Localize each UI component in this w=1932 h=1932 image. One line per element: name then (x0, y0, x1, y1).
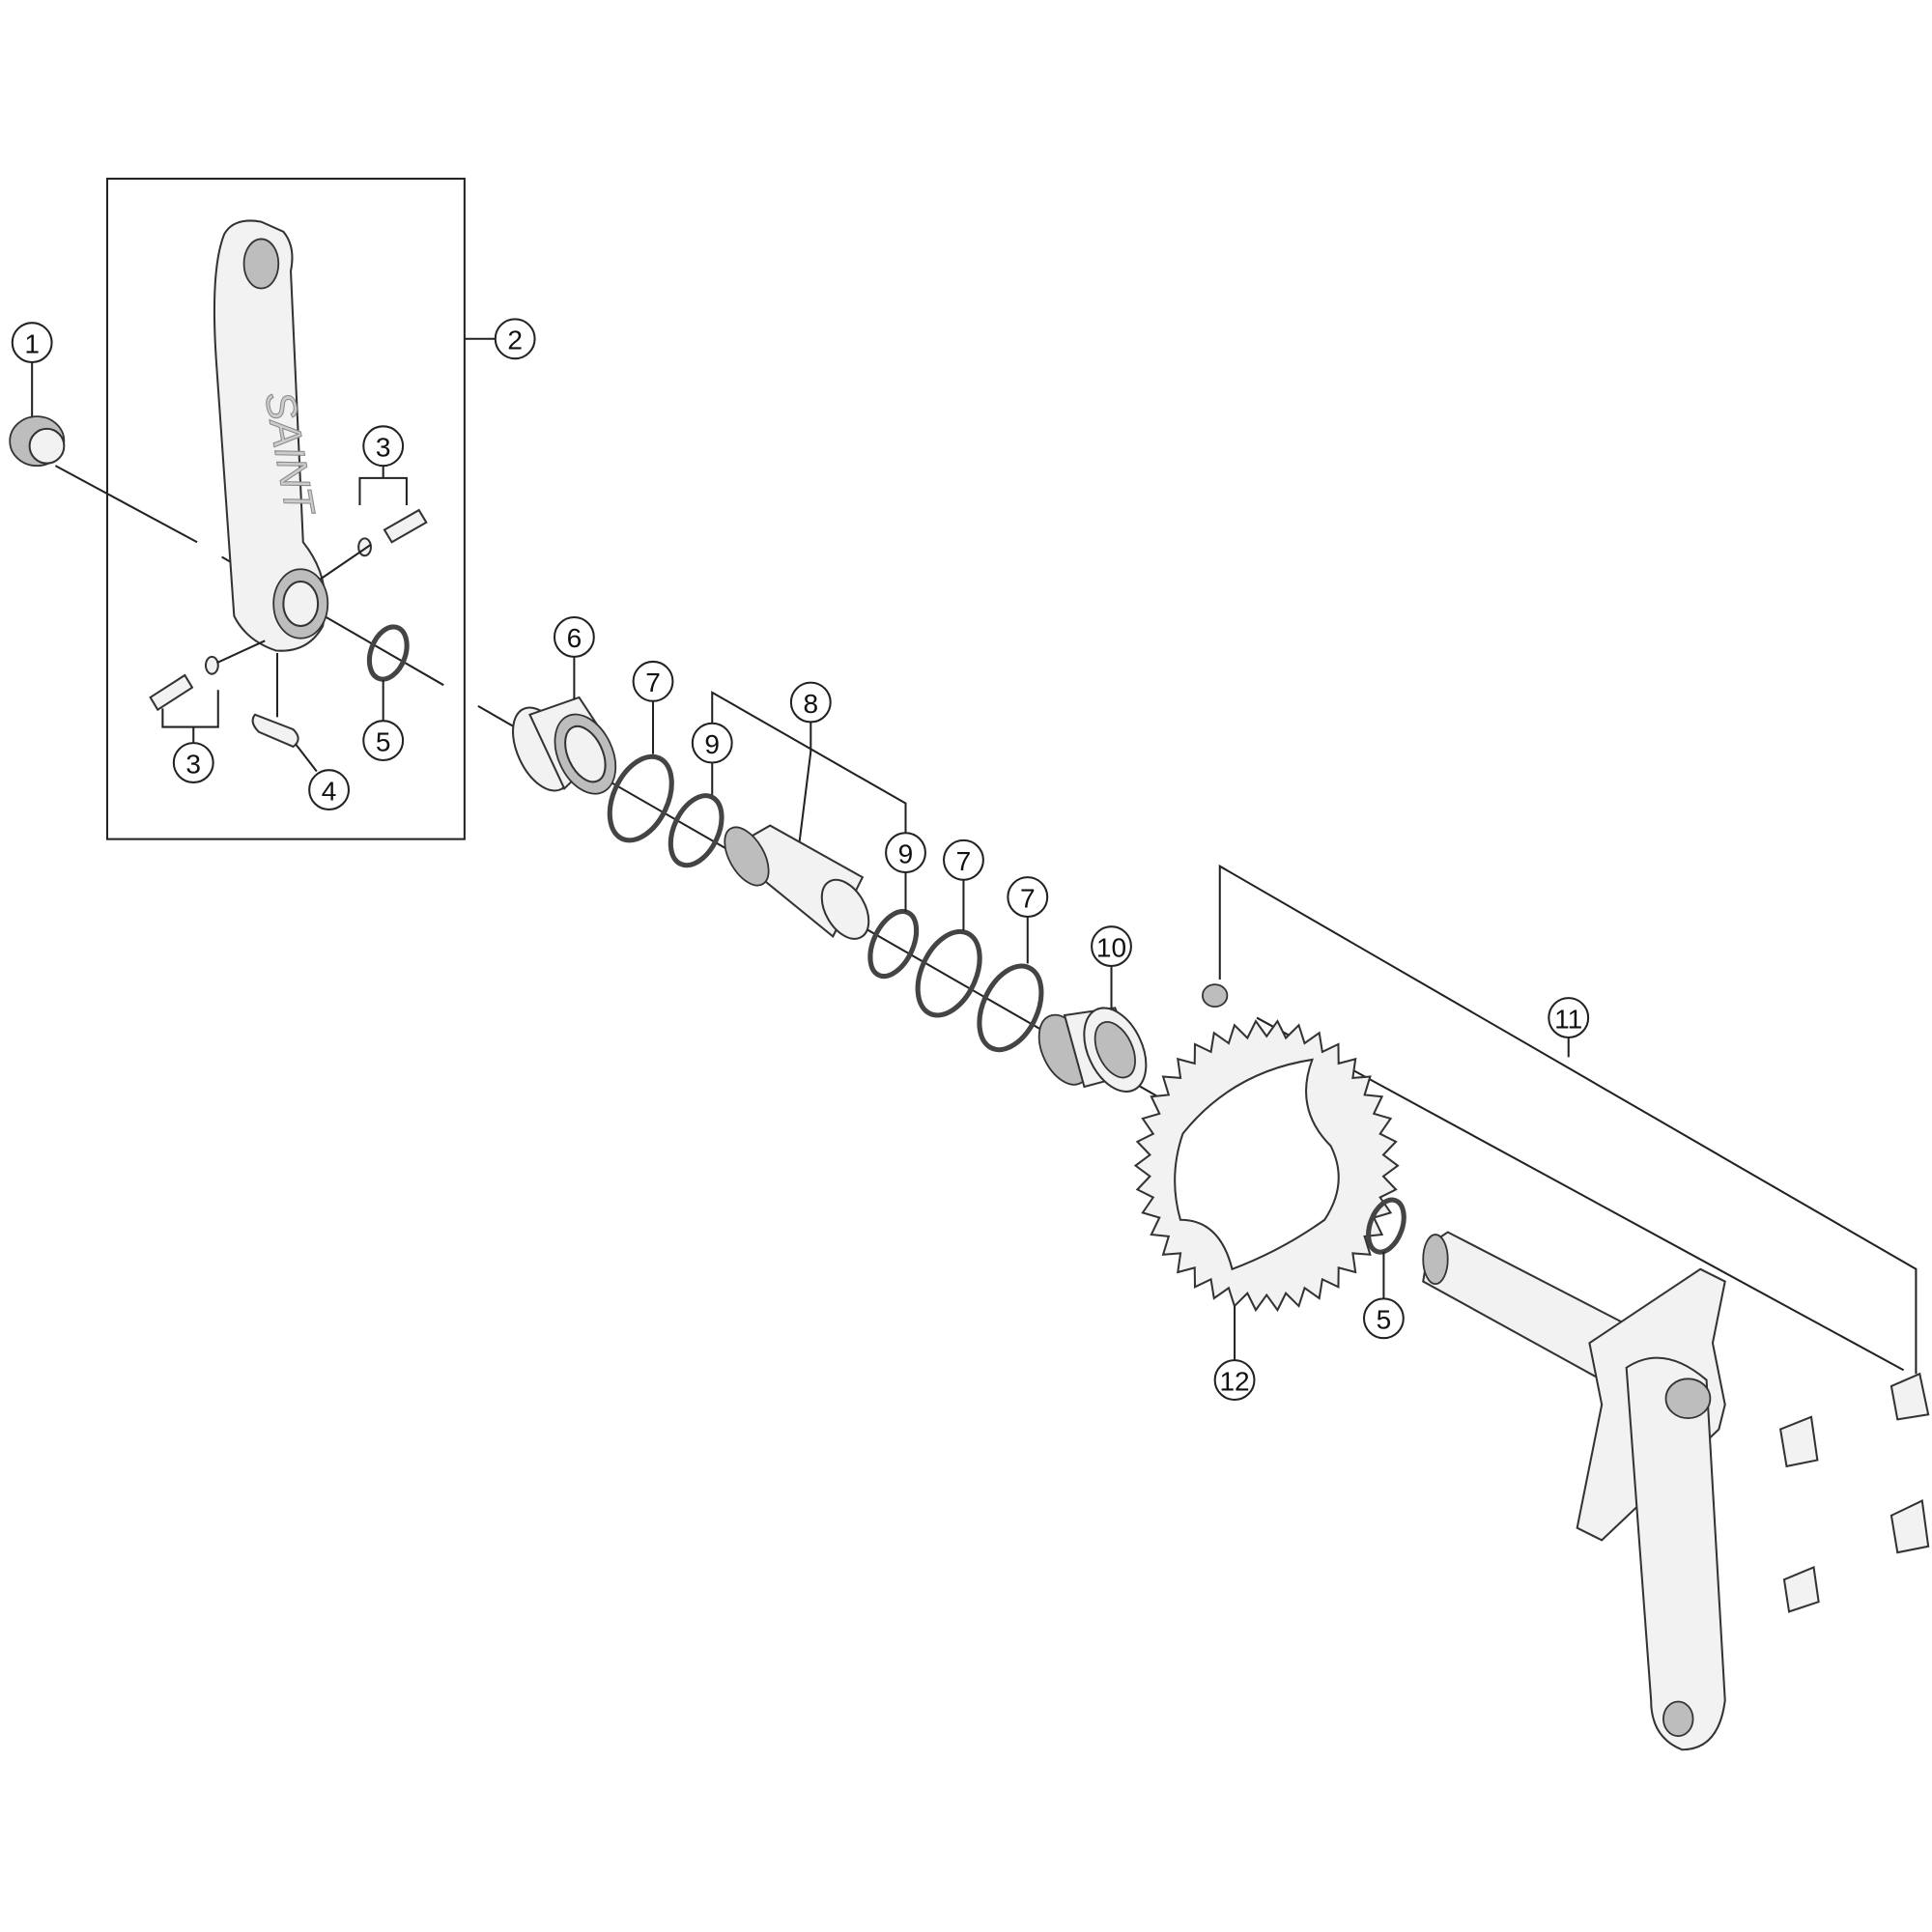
callout-label: 5 (376, 726, 391, 756)
o-ring-part-left (366, 624, 410, 682)
chain-drop-plate-part (251, 653, 318, 773)
callout-label: 8 (803, 689, 818, 719)
seal-ring-part-9b (867, 908, 920, 980)
callout-label: 9 (898, 838, 914, 868)
callout-label: 3 (376, 433, 391, 463)
callout-c10: 10 (1091, 925, 1132, 968)
callout-c4: 4 (308, 769, 350, 811)
callout-c7c: 7 (1007, 876, 1049, 918)
callout-c8: 8 (789, 681, 832, 724)
callout-c9a: 9 (691, 722, 733, 764)
chainring-bolt-part (1202, 983, 1229, 1008)
crank-arm-cap-part (9, 415, 66, 468)
callout-label: 7 (1020, 883, 1036, 913)
right-crank-arm-spindle-part (1422, 1231, 1726, 1751)
callout-c7a: 7 (632, 660, 674, 702)
seal-ring-part-9a (668, 793, 724, 868)
callout-label: 12 (1219, 1366, 1249, 1396)
callout-c5a: 5 (362, 720, 405, 762)
left-crank-arm-part: SAINT (213, 219, 329, 652)
callout-label: 7 (645, 668, 661, 697)
crank-bolt-part-upper (357, 466, 428, 557)
callout-c1: 1 (11, 322, 53, 364)
callout-c12: 12 (1213, 1359, 1256, 1401)
callout-label: 7 (956, 846, 972, 876)
callout-c11: 11 (1548, 997, 1590, 1038)
callout-c9b: 9 (885, 832, 926, 874)
callout-label: 4 (322, 776, 337, 806)
chainring-nut-parts (1778, 1372, 1930, 1613)
right-bearing-cup-part (1037, 1007, 1148, 1094)
crank-bolt-part-lower (149, 543, 372, 744)
callout-label: 10 (1096, 932, 1126, 962)
chainring-part (1133, 1019, 1400, 1313)
leader-11-bracket (1218, 864, 1918, 1375)
callout-c2: 2 (494, 318, 536, 360)
o-ring-part-right (1366, 1197, 1406, 1255)
callout-label: 3 (185, 749, 201, 779)
spacer-ring-part-7c (977, 963, 1044, 1053)
left-bearing-cup-part (512, 696, 617, 795)
callout-label: 9 (704, 729, 720, 759)
callout-label: 2 (507, 326, 523, 355)
callout-c3a: 3 (362, 425, 405, 468)
callout-label: 5 (1377, 1305, 1392, 1335)
left-crank-assembly-box (105, 177, 466, 840)
callout-c3b: 3 (172, 742, 214, 783)
callout-c5b: 5 (1362, 1297, 1405, 1340)
bottom-bracket-sleeve-part (724, 824, 870, 940)
callout-label: 6 (567, 623, 582, 653)
callout-c7b: 7 (943, 838, 984, 881)
spacer-ring-part-7a (607, 753, 674, 843)
callout-label: 1 (24, 328, 40, 358)
callout-c6: 6 (553, 616, 595, 658)
leader-8-bracket (711, 691, 907, 851)
spacer-ring-part-7b (915, 928, 982, 1018)
callout-label: 11 (1554, 1004, 1582, 1034)
